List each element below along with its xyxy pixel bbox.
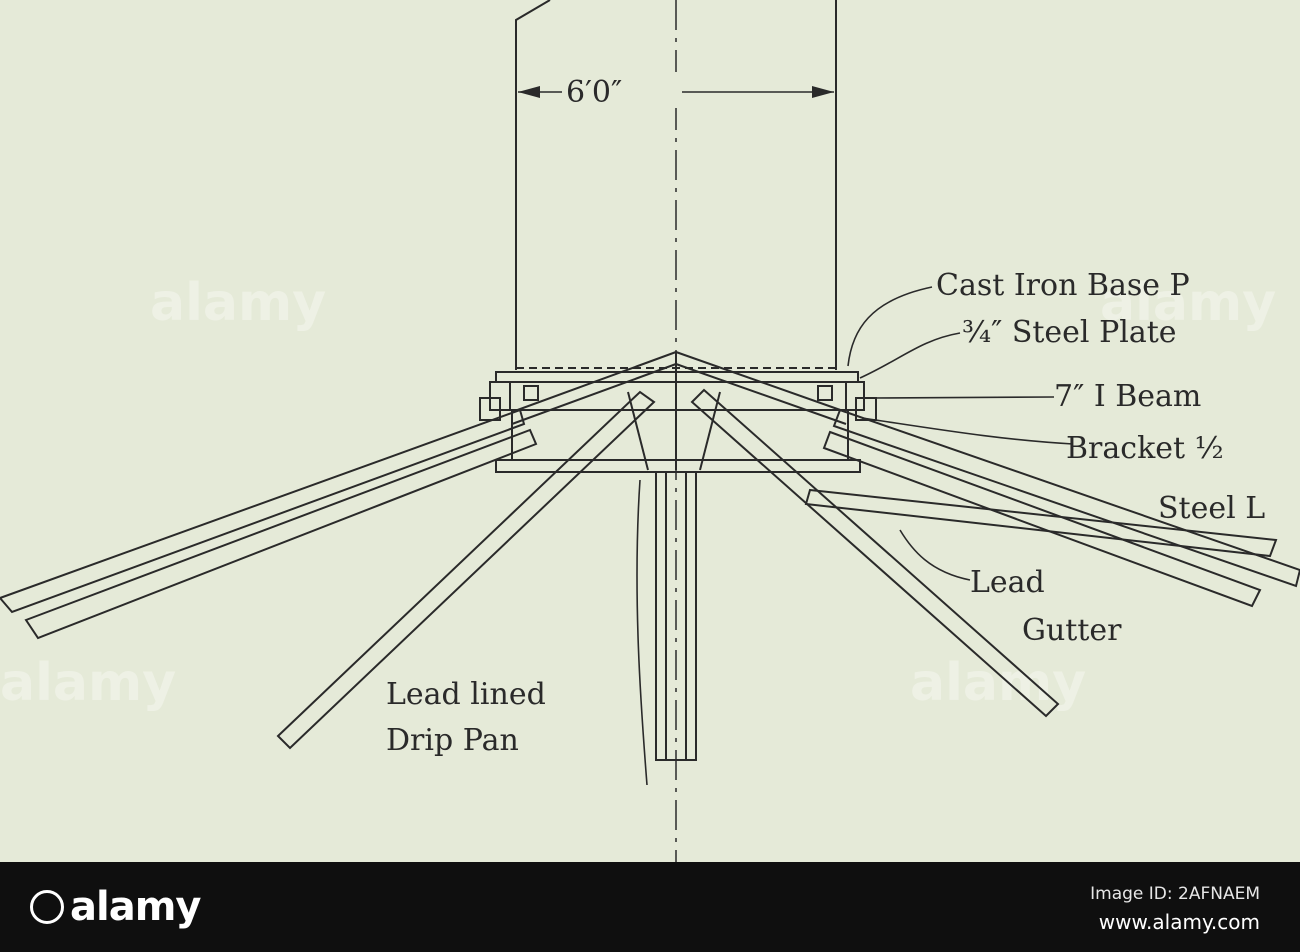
label-i-beam: 7″ I Beam	[1054, 379, 1201, 414]
label-drip-pan-2: Drip Pan	[386, 723, 519, 758]
technical-drawing: alamy alamy alamy alamy 6′0″	[0, 0, 1300, 862]
watermark-text: alamy	[910, 653, 1086, 713]
footer-meta: Image ID: 2AFNAEM www.alamy.com	[1090, 880, 1260, 936]
logo-text: alamy	[70, 884, 201, 930]
label-lead-gutter-1: Lead	[970, 565, 1045, 600]
image-id: Image ID: 2AFNAEM	[1090, 884, 1260, 904]
label-drip-pan-1: Lead lined	[386, 677, 546, 712]
label-bracket: Bracket ½	[1066, 431, 1224, 466]
logo-icon	[30, 890, 64, 924]
drawing-area: alamy alamy alamy alamy 6′0″	[0, 0, 1300, 862]
alamy-logo[interactable]: alamy	[30, 884, 201, 930]
dimension-label: 6′0″	[566, 75, 622, 110]
watermark-layer: alamy alamy alamy alamy	[0, 273, 1276, 713]
left-rafters	[0, 390, 656, 750]
watermark-text: alamy	[0, 653, 176, 713]
watermark-text: alamy	[1100, 273, 1276, 333]
right-rafters	[690, 388, 1300, 718]
footer-bar: alamy Image ID: 2AFNAEM www.alamy.com	[0, 862, 1300, 952]
base-plate	[479, 371, 877, 473]
leader-lines	[636, 286, 1074, 786]
dimension-text-mask	[562, 72, 682, 108]
callout-labels: Cast Iron Base P ¾″ Steel Plate 7″ I Bea…	[386, 268, 1265, 758]
inner-truss	[511, 350, 847, 471]
label-steel-l: Steel L	[1158, 491, 1265, 526]
site-link[interactable]: www.alamy.com	[1098, 910, 1260, 934]
label-steel-plate: ¾″ Steel Plate	[962, 315, 1177, 350]
label-lead-gutter-2: Gutter	[1022, 613, 1122, 648]
watermark-text: alamy	[150, 273, 326, 333]
central-post	[655, 471, 697, 761]
label-cast-iron-base: Cast Iron Base P	[936, 268, 1190, 303]
